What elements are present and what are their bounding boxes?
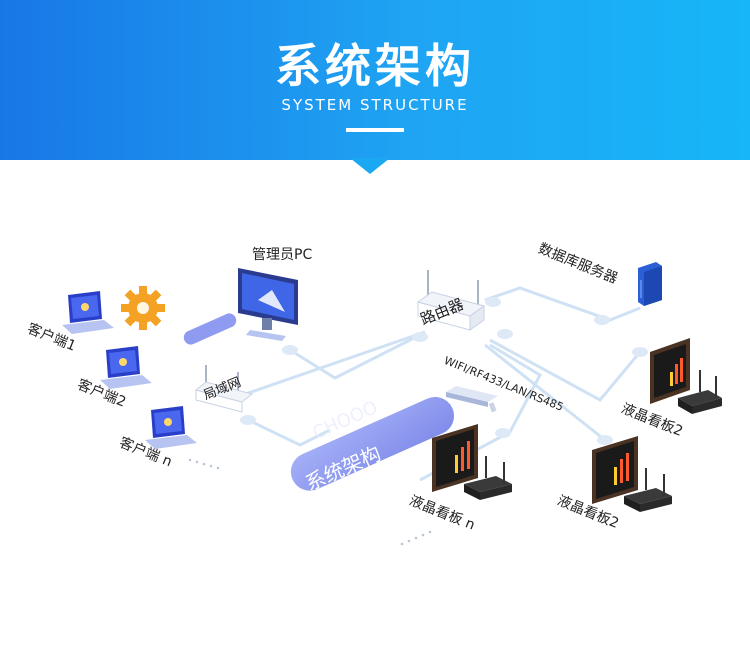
laptop-icon (145, 406, 197, 449)
page-subtitle: SYSTEM STRUCTURE (281, 96, 469, 114)
monitor-icon (238, 268, 298, 341)
link-pill (183, 313, 237, 345)
lan-router-icon (194, 365, 254, 413)
connection-lines (227, 286, 642, 482)
header-notch (350, 158, 390, 174)
dotted-trail (188, 458, 432, 546)
lcd-board-icon (432, 424, 512, 500)
header-banner (0, 0, 750, 160)
admin-pc-label: 管理员PC (252, 247, 313, 263)
gateway-icon (446, 386, 498, 413)
architecture-diagram: CHOOO (62, 262, 722, 546)
node-dots (240, 297, 648, 445)
laptop-icon (100, 346, 152, 389)
page-title: 系统架构 (275, 39, 475, 93)
title-underline (346, 128, 404, 132)
server-icon (638, 262, 662, 306)
laptop-icon (62, 291, 114, 334)
gear-icon (121, 286, 165, 330)
router-icon (416, 270, 486, 331)
lcd-board-icon (592, 436, 672, 512)
center-pill (290, 396, 455, 491)
lcd-board-icon (650, 338, 722, 414)
